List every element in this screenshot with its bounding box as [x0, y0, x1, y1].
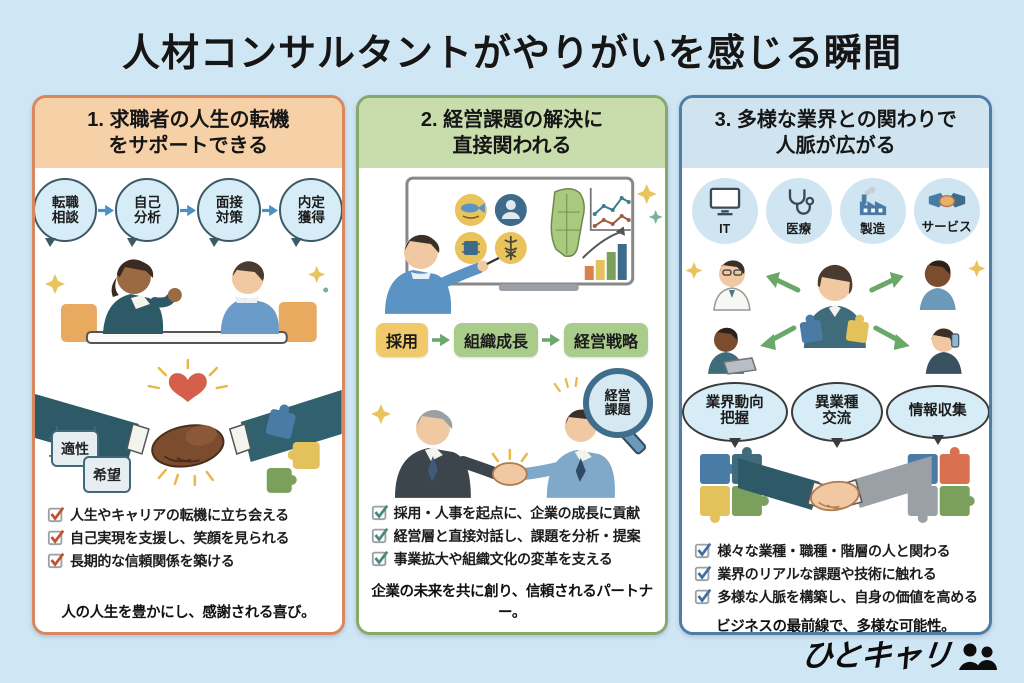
flow-step-org-growth: 組織成長 [454, 323, 539, 357]
checkbox-checked-icon [694, 541, 712, 559]
brand-logo-text: ひとキャリ [799, 638, 953, 673]
flow-step-career-consult: 転職 相談 [34, 178, 98, 247]
arrow-right-icon [180, 204, 197, 217]
checklist-item: 業界のリアルな課題や技術に触れる [694, 565, 981, 584]
panel3-title: 3. 多様な業界との関わりで 人脈が広がる [682, 98, 990, 168]
checklist-item: 事業拡大や組織文化の変革を支える [371, 550, 658, 569]
checkbox-checked-icon [694, 564, 712, 582]
panel3-checklist: 様々な業種・職種・階層の人と関わる 業界のリアルな課題や技術に触れる 多様な人脈… [682, 542, 989, 611]
page-title: 人材コンサルタントがやりがいを感じる瞬間 [121, 33, 902, 75]
industries-row: IT 医療 製造 サービス [682, 174, 989, 248]
panel3-summary: ビジネスの最前線で、多様な可能性。 [716, 618, 956, 635]
checkbox-checked-icon [47, 528, 65, 546]
network-illustration [682, 248, 989, 380]
panel-industry-network: 3. 多様な業界との関わりで 人脈が広がる IT 医療 製造 サービス [679, 95, 993, 635]
aptitude-chip: 適性 [51, 430, 99, 467]
panel2-summary: 企業の未来を共に創り、信頼されるパートナー。 [371, 584, 653, 621]
checklist-item: 人生やキャリアの転機に立ち会える [47, 506, 334, 525]
checkbox-checked-icon [371, 549, 389, 567]
panel2-checklist: 採用・人事を起点に、企業の成長に貢献 経営層と直接対話し、課題を分析・提案 事業… [359, 504, 666, 573]
arrow-right-icon [98, 204, 115, 217]
bubble-info-gathering: 情報収集 [885, 385, 990, 445]
industry-service: サービス [913, 178, 980, 244]
arrow-right-icon [542, 333, 561, 347]
handshake-puzzle-illustration [700, 447, 976, 523]
factory-icon [854, 186, 892, 222]
checklist-item: 長期的な信頼関係を築ける [47, 552, 334, 571]
industry-manufacturing: 製造 [839, 178, 906, 244]
handshake-illustration [35, 358, 342, 493]
checkbox-checked-icon [47, 505, 65, 523]
handshake-heart-illustration: 適性 希望 [35, 354, 342, 500]
panel-management-issues: 2. 経営課題の解決に 直接関われる [355, 95, 669, 635]
stethoscope-icon [781, 187, 817, 222]
panel1-title: 1. 求職者の人生の転機 をサポートできる [35, 98, 342, 168]
flow-step-self-analysis: 自己 分析 [115, 178, 180, 247]
panel2-flow: 採用 組織成長 経営戦略 [359, 314, 666, 366]
presenter-whiteboard-illustration [384, 176, 663, 314]
whiteboard-illustration [359, 172, 666, 314]
flow-step-job-offer: 内定 獲得 [279, 178, 342, 247]
checklist-item: 様々な業種・職種・階層の人と関わる [694, 542, 981, 561]
checkbox-checked-icon [371, 526, 389, 544]
arrow-right-icon [262, 204, 279, 217]
checklist-item: 経営層と直接対話し、課題を分析・提案 [371, 527, 658, 546]
checkbox-checked-icon [47, 551, 65, 569]
panel2-title: 2. 経営課題の解決に 直接関われる [358, 98, 666, 168]
bubble-cross-industry: 異業種 交流 [790, 382, 883, 448]
flow-step-interview-prep: 面接 対策 [197, 178, 262, 247]
flow-step-recruiting: 採用 [375, 323, 428, 357]
checkbox-checked-icon [371, 503, 389, 521]
hope-chip: 希望 [83, 456, 131, 493]
panel3-bubbles: 業界動向 把握 異業種 交流 情報収集 [682, 382, 990, 448]
panels-row: 1. 求職者の人生の転機 をサポートできる 転職 相談 自己 分析 面接 対策 … [32, 95, 993, 635]
brand-logo: ひとキャリ [799, 630, 998, 675]
panel-job-seeker-support: 1. 求職者の人生の転機 をサポートできる 転職 相談 自己 分析 面接 対策 … [32, 95, 345, 635]
consultant-and-jobseeker-illustration [44, 259, 329, 344]
checklist-item: 自己実現を支援し、笑顔を見られる [47, 529, 334, 548]
panel1-flow: 転職 相談 自己 分析 面接 対策 内定 獲得 [34, 174, 342, 247]
checkbox-checked-icon [694, 587, 712, 605]
puzzle-handshake-illustration [682, 444, 989, 536]
industry-it: IT [691, 178, 758, 244]
industry-medical: 医療 [765, 178, 832, 244]
executive-handshake-illustration: 経営 課題 [359, 366, 666, 498]
checklist-item: 採用・人事を起点に、企業の成長に貢献 [371, 504, 658, 523]
flow-step-business-strategy: 経営戦略 [564, 323, 649, 357]
panel1-checklist: 人生やキャリアの転機に立ち会える 自己実現を支援し、笑顔を見られる 長期的な信頼… [35, 506, 342, 575]
checklist-item: 多様な人脈を構築し、自身の価値を高める [694, 588, 981, 607]
meeting-illustration [35, 246, 342, 354]
consultant-network-illustration [685, 260, 986, 375]
bubble-industry-trends: 業界動向 把握 [682, 382, 788, 448]
people-icon [956, 643, 998, 675]
management-issue-magnifier: 経営 課題 [582, 368, 653, 438]
handshake-icon [927, 189, 967, 220]
monitor-icon [706, 187, 744, 222]
arrow-right-icon [432, 333, 450, 347]
panel1-summary: 人の人生を豊かにし、感謝される喜び。 [61, 605, 316, 621]
